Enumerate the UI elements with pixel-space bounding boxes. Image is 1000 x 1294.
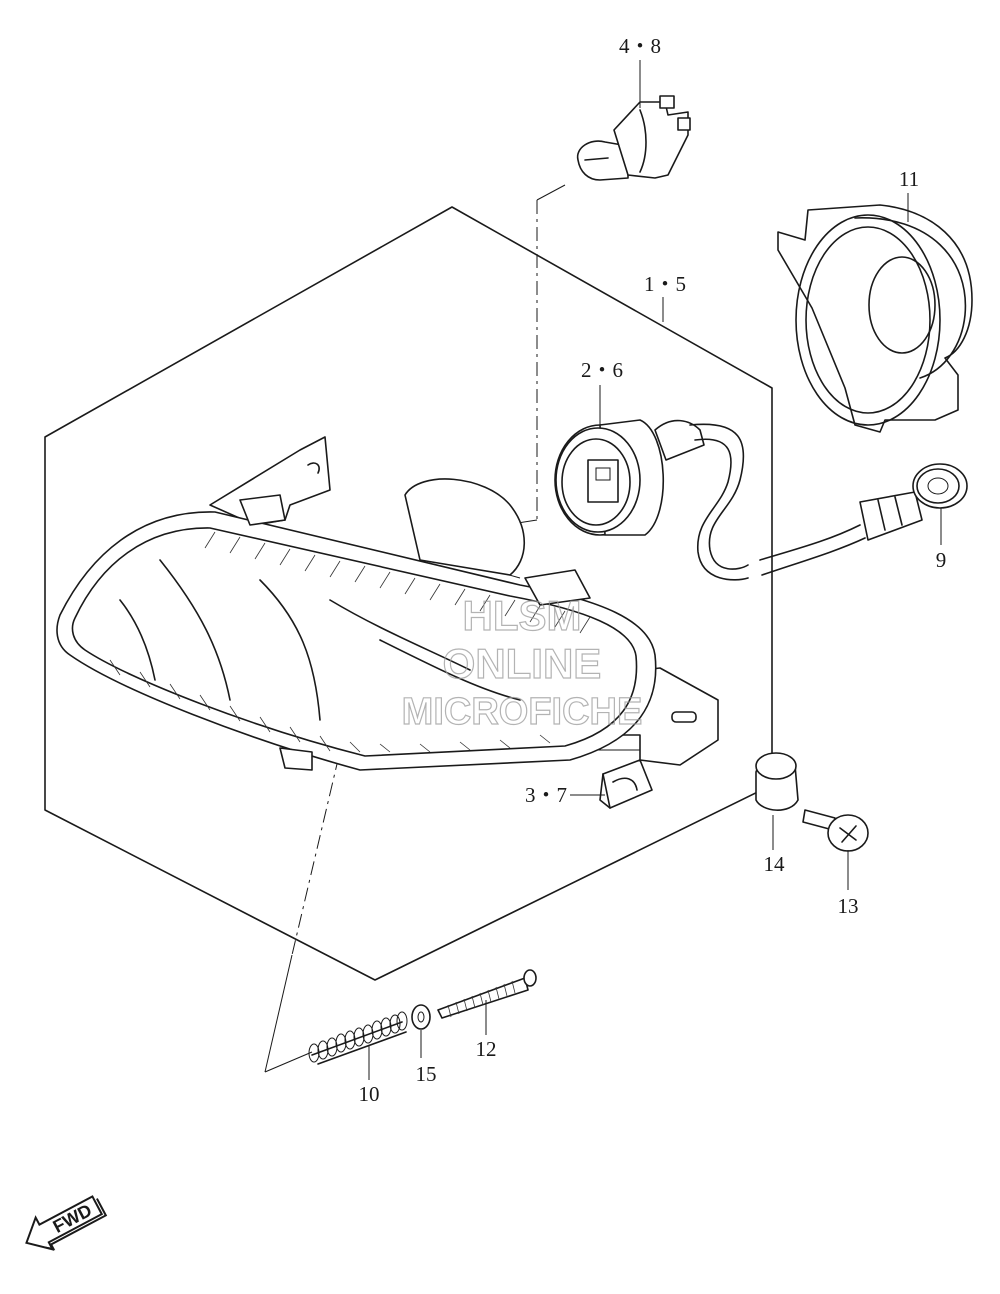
cover <box>777 204 973 433</box>
svg-text:HLSM: HLSM <box>463 592 582 639</box>
callout-spring-10: 10 <box>359 1082 380 1106</box>
washer-15 <box>411 1004 431 1030</box>
fwd-label: FWD <box>50 1200 96 1237</box>
screw-12 <box>437 969 537 1019</box>
callout-cover: 11 <box>899 167 919 191</box>
callout-washer-15: 15 <box>416 1062 437 1086</box>
callout-socket: 2・6 <box>581 358 623 382</box>
grommet-14 <box>755 752 799 811</box>
callout-screw-13: 13 <box>838 894 859 918</box>
callout-clip: 3・7 <box>525 783 567 807</box>
bulb <box>576 95 691 181</box>
fwd-arrow-icon: FWD <box>25 1195 108 1251</box>
spring-10 <box>308 1011 408 1065</box>
watermark: HLSM ONLINE MICROFICHE <box>401 591 643 733</box>
svg-text:MICROFICHE: MICROFICHE <box>402 691 643 733</box>
clip <box>599 759 653 809</box>
screw-13 <box>802 809 869 852</box>
callout-bulb: 4・8 <box>619 34 661 58</box>
socket <box>554 419 923 581</box>
callout-headlamp-unit: 1・5 <box>644 272 686 296</box>
callout-grommet-14: 14 <box>764 852 786 876</box>
grommet-9 <box>912 463 968 509</box>
leader-lines <box>291 200 538 956</box>
callout-leaders <box>368 60 942 1080</box>
svg-text:ONLINE: ONLINE <box>443 640 602 687</box>
callout-screw-12: 12 <box>476 1037 497 1061</box>
callout-grommet-9: 9 <box>936 548 947 572</box>
headlamp-housing <box>56 436 719 771</box>
